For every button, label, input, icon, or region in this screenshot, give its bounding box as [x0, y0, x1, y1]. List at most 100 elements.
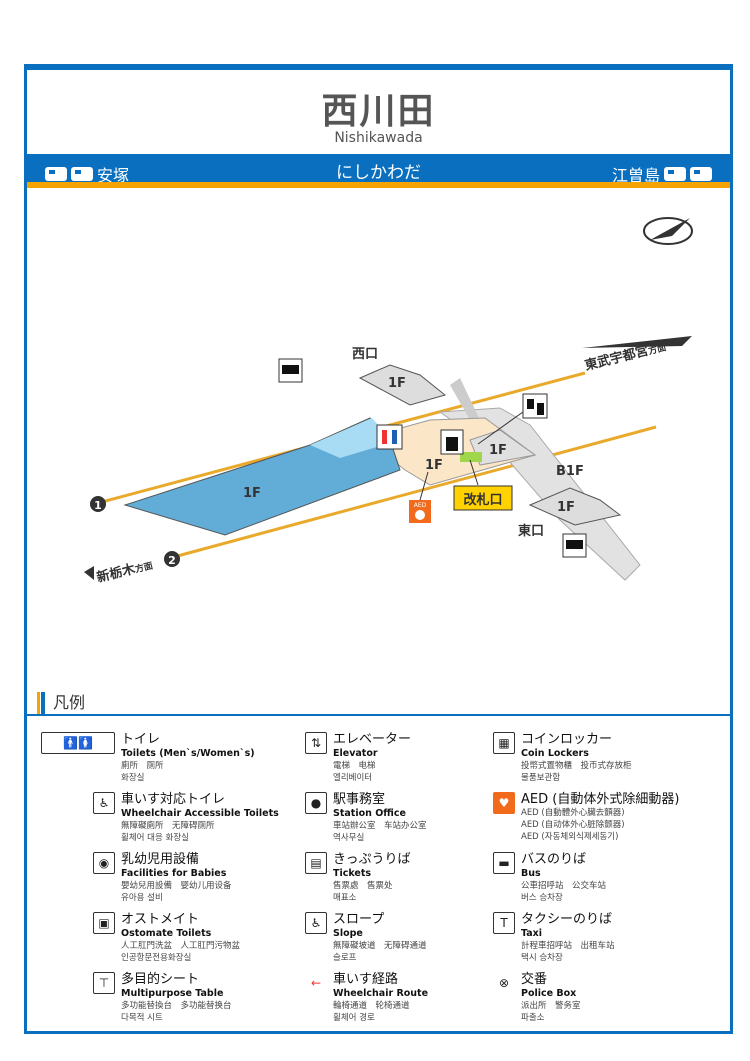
- legend-label-translation: AED (自動體外心臟去顫器): [521, 808, 625, 818]
- toilet-icon: 🚹🚺: [41, 732, 115, 754]
- elevator-icon: ⇅: [305, 732, 327, 754]
- legend-label-translation: 車站辦公室 车站办公室: [333, 821, 427, 831]
- prev-station-label: 安塚: [97, 166, 130, 185]
- legend-label-translation: AED (自动体外心脏除颤器): [521, 820, 625, 830]
- multipurpose-table-icon: ⊤: [93, 972, 115, 994]
- east-exit-1f: [528, 487, 622, 526]
- legend-label-translation: 無障礙廁所 无障碍厕所: [121, 821, 215, 831]
- legend-label-translation: 嬰幼兒用設備 婴幼儿用设备: [121, 881, 232, 891]
- legend-label-translation: 電梯 电梯: [333, 761, 376, 771]
- wheelchair-route-icon: ←: [305, 972, 327, 994]
- platform-upper: [310, 418, 393, 458]
- legend-label-translation: 無障礙坡道 无障碍通道: [333, 941, 427, 951]
- legend-label-ja: AED (自動体外式除細動器): [521, 792, 680, 807]
- legend-label-translation: 인공항문전용화장실: [121, 953, 192, 963]
- legend-label-translation: 화장실: [121, 773, 145, 783]
- station-floor-map: 1 2 東武宇都宮方面 新栃木方面 西口 東口 1F 1F 1F 1F 1F B…: [84, 217, 693, 586]
- legend-label-translation: 計程車招呼站 出租车站: [521, 941, 615, 951]
- legend-label-translation: 유아용 설비: [121, 893, 163, 903]
- west-exit-1f: [358, 364, 447, 406]
- track-2-label: 2: [168, 554, 176, 567]
- legend-label-translation: 매표소: [333, 893, 357, 903]
- b1f-passage: [438, 407, 641, 581]
- station-name: 西川田: [321, 91, 436, 132]
- legend-label-en: Taxi: [521, 928, 543, 939]
- legend-label-en: Multipurpose Table: [121, 988, 224, 999]
- legend-label-translation: 公車招呼站 公交车站: [521, 881, 607, 891]
- legend-label-ja: バスのりば: [521, 852, 587, 867]
- legend-item: ♥ AED (自動体外式除細動器)AED (自動體外心臟去顫器) AED (自动体外…: [493, 792, 679, 843]
- aed-label: AED: [414, 502, 427, 509]
- aed-pointer: [419, 471, 429, 501]
- floor-label: 1F: [489, 443, 507, 458]
- legend-label-en: Tickets: [333, 868, 372, 879]
- ticket-gate-icon: [460, 452, 482, 462]
- legend-label-ja: 交番: [521, 972, 548, 987]
- legend-label-ja: エレベーター: [333, 732, 412, 747]
- legend-label-translation: 售票處 售票处: [333, 881, 393, 891]
- station-name-kana: にしかわだ: [336, 163, 421, 183]
- legend-label-ja: 車いす経路: [333, 972, 399, 987]
- legend-label-translation: 廁所 厕所: [121, 761, 164, 771]
- legend-label-ja: オストメイト: [121, 912, 200, 927]
- legend-label-ja: 駅事務室: [333, 792, 386, 807]
- bus-icon: [278, 358, 303, 383]
- legend-label-translation: 역사무실: [333, 833, 365, 843]
- police-box-icon: ⊗: [493, 972, 515, 994]
- station-office-icon: ●: [305, 792, 327, 814]
- legend-label-translation: 派出所 警务室: [521, 1001, 581, 1011]
- legend-label-en: Slope: [333, 928, 363, 939]
- legend-label-en: Ostomate Toilets: [121, 928, 212, 939]
- legend-label-ja: タクシーのりば: [521, 912, 613, 927]
- slope-icon: ♿: [305, 912, 327, 934]
- legend-label-ja: きっぷうりば: [333, 852, 411, 867]
- ticket-gate-label: 改札口: [463, 492, 502, 508]
- legend-label-ja: 乳幼児用設備: [121, 852, 200, 867]
- legend-label-en: Coin Lockers: [521, 748, 589, 759]
- track-line-2: [169, 425, 657, 560]
- aed-icon: ♥: [493, 792, 515, 814]
- legend-label-translation: 多功能替換台 多功能替换台: [121, 1001, 232, 1011]
- compass-icon: [643, 217, 693, 245]
- legend-label-translation: 投幣式置物櫃 投币式存放柜: [521, 761, 632, 771]
- legend-heading: 凡例: [36, 692, 85, 714]
- bus-icon: [562, 533, 587, 558]
- bus-icon: ▬: [493, 852, 515, 874]
- tickets-pointer: [477, 411, 524, 445]
- station-name-romaji: Nishikawada: [334, 130, 423, 146]
- legend-label-ja: トイレ: [121, 732, 161, 747]
- legend-label-ja: コインロッカー: [521, 732, 613, 747]
- track-1-label: 1: [94, 499, 102, 512]
- station-office-icon: [440, 429, 464, 455]
- legend-label-translation: 輪椅通道 轮椅通道: [333, 1001, 410, 1011]
- legend-label-translation: 人工肛門洗盆 人工肛門污物盆: [121, 941, 241, 951]
- station-map-frame: 西川田 Nishikawada 安塚 にしかわだ 江曽島 1 2 東武宇都宮方面…: [24, 64, 733, 1034]
- train-icon: [690, 167, 712, 181]
- ostomate-icon: ▣: [93, 912, 115, 934]
- east-exit-label: 東口: [518, 523, 544, 539]
- direction-down-label: 新栃木方面: [95, 557, 154, 586]
- floor-label: 1F: [243, 486, 261, 501]
- stairs-west: [450, 378, 480, 420]
- legend-label-translation: 슬로프: [333, 953, 357, 963]
- legend-label-translation: 버스 승차장: [521, 893, 563, 903]
- floor-label: 1F: [388, 376, 406, 391]
- legend-label-en: Toilets (Men`s/Women`s): [121, 748, 255, 759]
- legend-label-translation: 물품보관함: [521, 773, 561, 783]
- floor-label: 1F: [557, 500, 575, 515]
- tickets-icon: [522, 393, 548, 419]
- west-exit-label: 西口: [352, 347, 378, 362]
- line-stripe: [27, 182, 730, 188]
- wheelchair-toilet-icon: ♿: [93, 792, 115, 814]
- legend-label-translation: 파출소: [521, 1013, 545, 1023]
